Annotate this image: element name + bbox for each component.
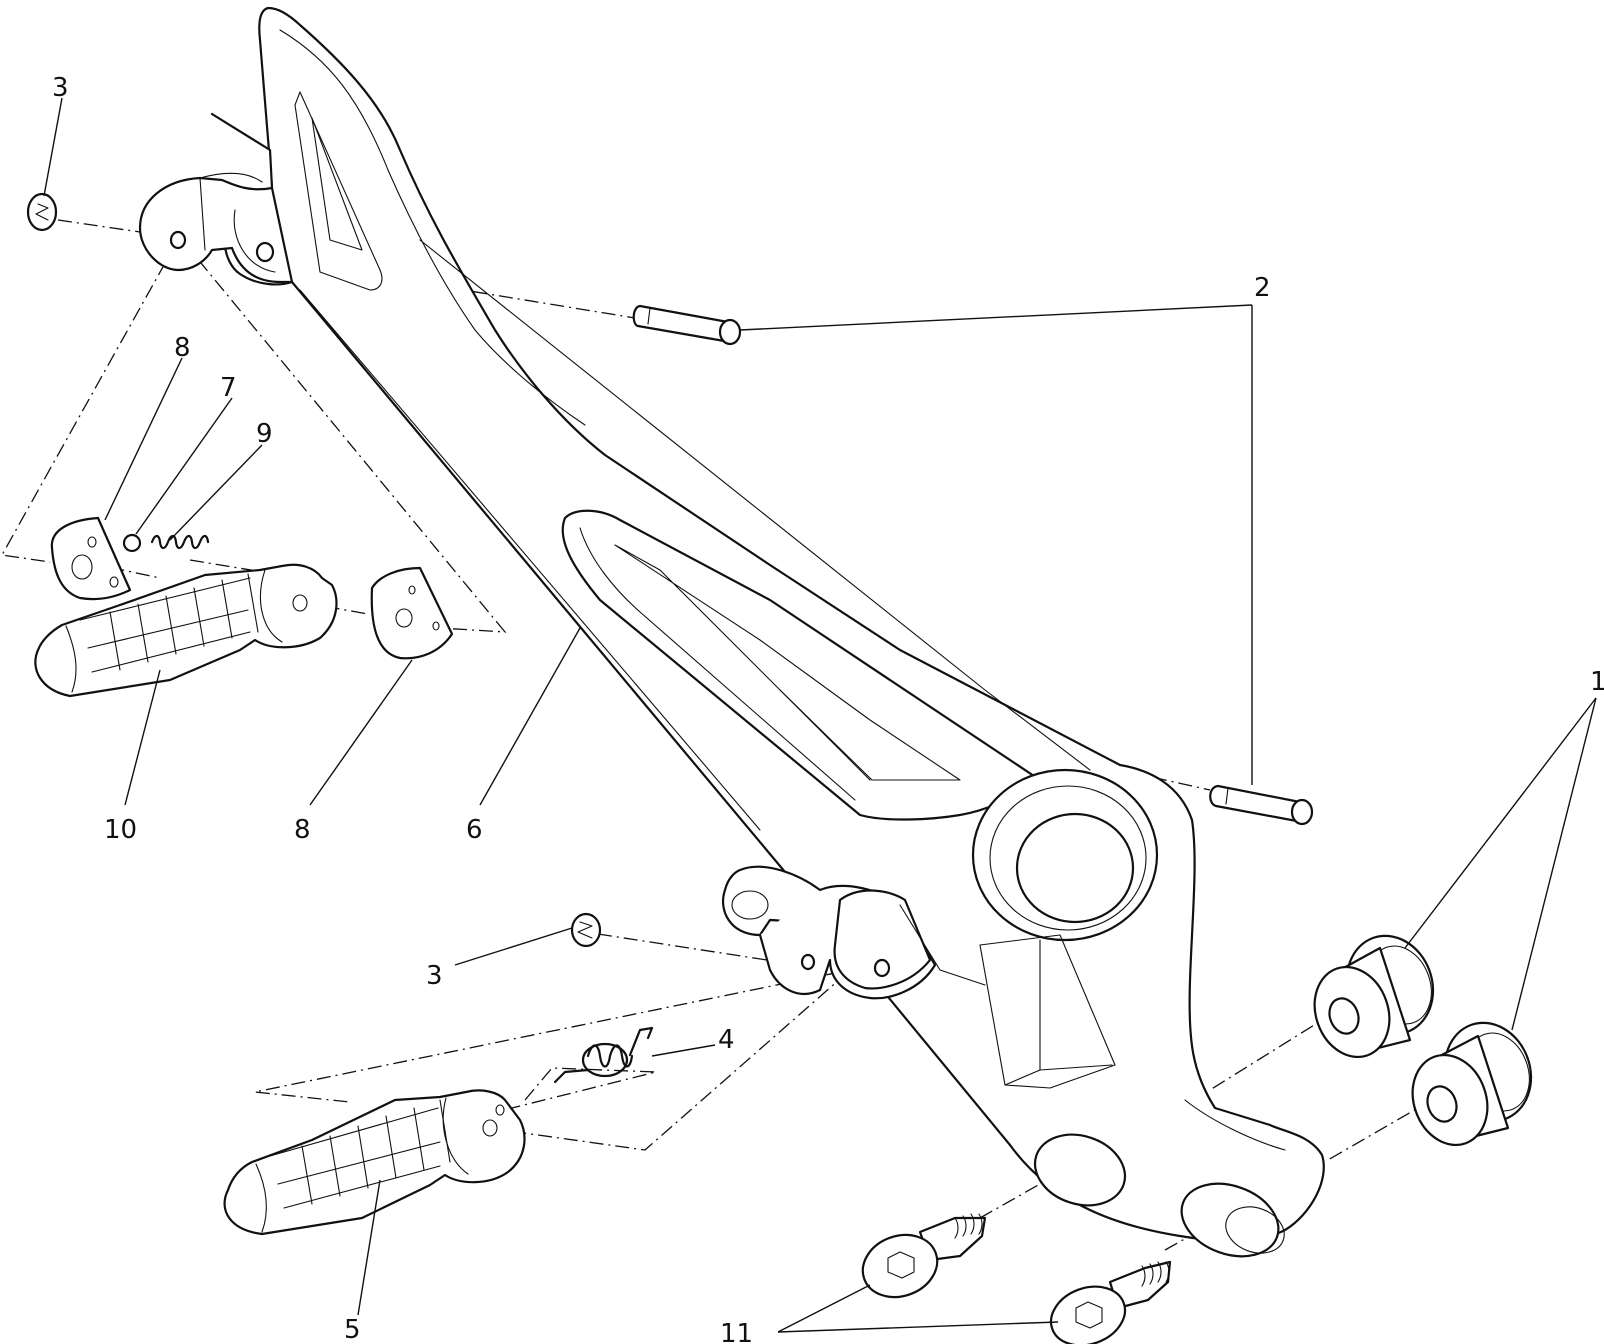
bolt-right: [1049, 1260, 1172, 1344]
pin-upper: [632, 304, 742, 346]
pin-lower: [1209, 784, 1314, 826]
return-spring: [553, 1026, 654, 1084]
plate-right: [370, 566, 454, 660]
bushing-upper: [1313, 934, 1435, 1059]
callout-8-top: 8: [174, 333, 191, 363]
lower-clevis: [722, 865, 986, 1000]
main-bracket: [223, 6, 1325, 1258]
callout-5: 5: [344, 1315, 361, 1344]
callout-2: 2: [1254, 273, 1271, 303]
callout-3-top: 3: [52, 73, 69, 103]
callout-7: 7: [220, 373, 237, 403]
callout-labels: 3 2 8 7 9 10 8 6 1 3 4 5 11: [52, 73, 1604, 1344]
bushing-lower: [1411, 1021, 1533, 1147]
bolt-left: [861, 1213, 987, 1299]
callout-11: 11: [720, 1319, 753, 1344]
callout-1: 1: [1590, 667, 1604, 697]
detent-spring: [150, 534, 210, 550]
upper-clevis: [138, 112, 294, 284]
circlip-middle: [570, 912, 602, 948]
callout-3-middle: 3: [426, 961, 443, 991]
detent-ball: [122, 533, 142, 553]
callout-9: 9: [256, 419, 273, 449]
callout-8-bottom: 8: [294, 815, 311, 845]
callout-4: 4: [718, 1025, 735, 1055]
callout-6: 6: [466, 815, 483, 845]
leader-lines: [43, 97, 1597, 1333]
footpeg-lower: [223, 1089, 526, 1236]
callout-10: 10: [104, 815, 137, 845]
plate-left: [50, 516, 132, 601]
footpeg-upper: [34, 563, 338, 698]
circlip-upper: [26, 192, 58, 232]
